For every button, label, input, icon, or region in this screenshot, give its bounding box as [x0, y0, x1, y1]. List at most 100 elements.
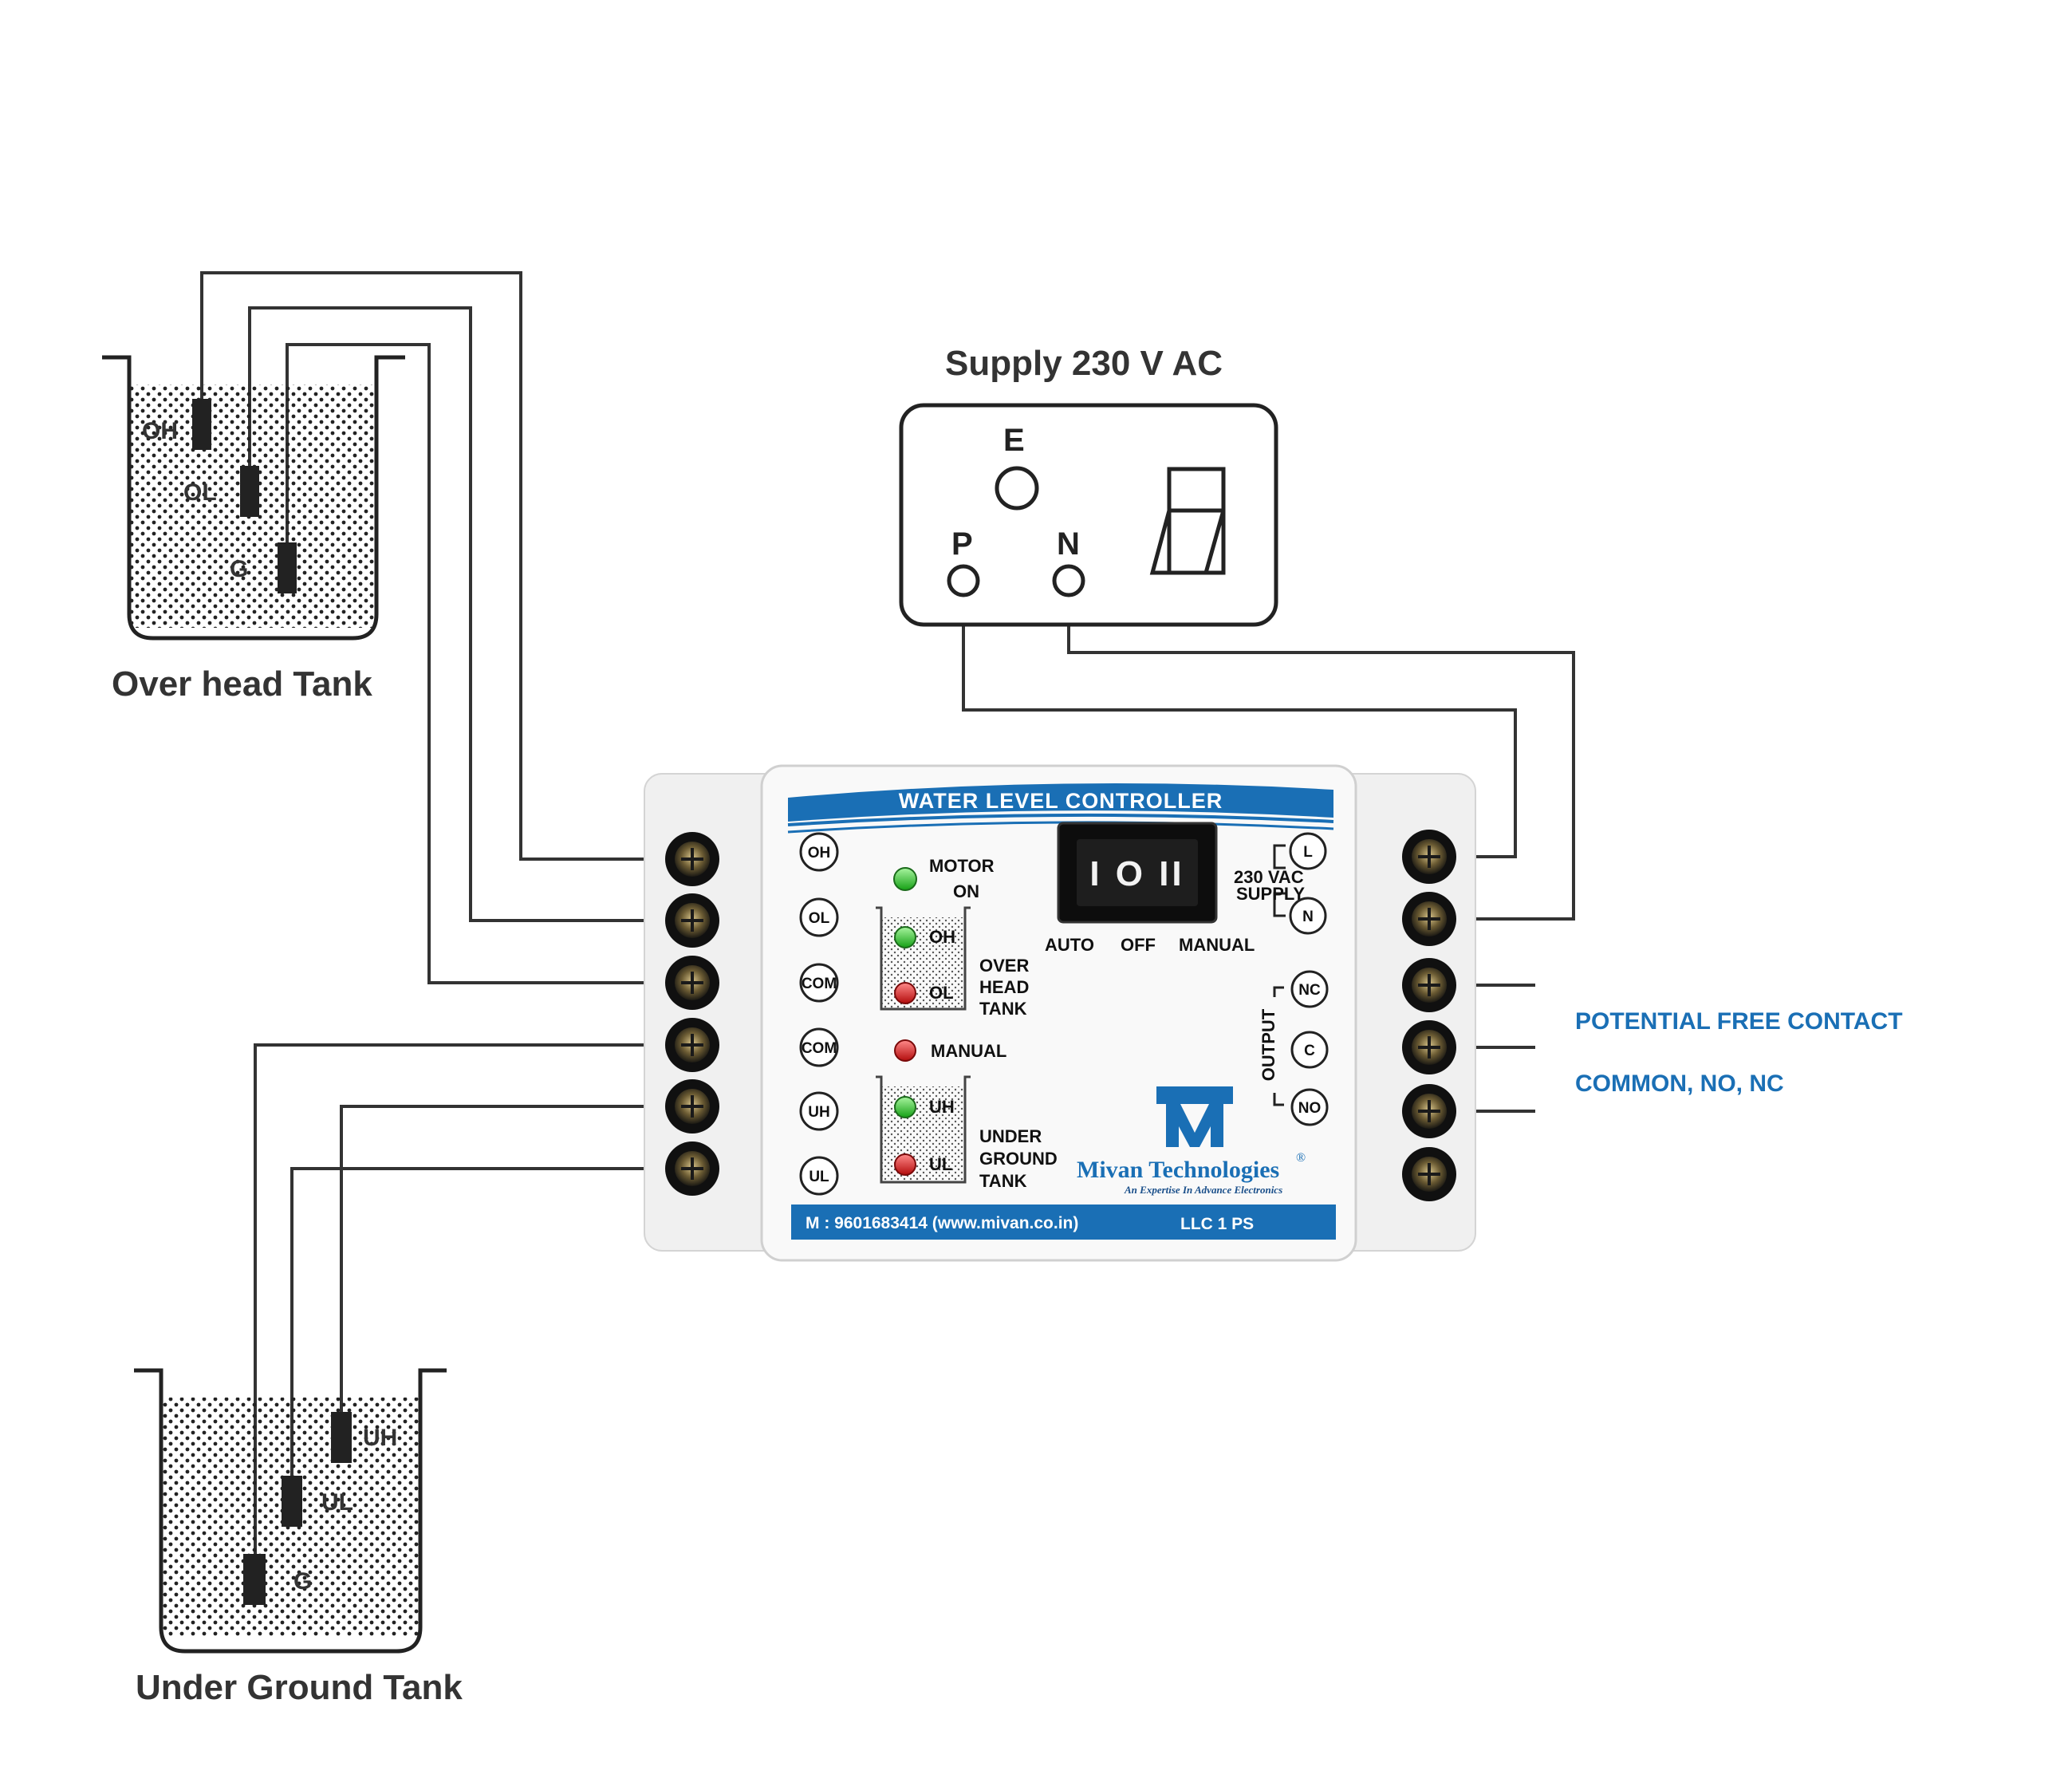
wire-overhead-ol	[248, 306, 670, 922]
screw-terminal-right-3	[1402, 958, 1456, 1012]
screw-terminal-right-5	[1402, 1084, 1456, 1138]
underground-low-led-label: UL	[929, 1154, 952, 1174]
overhead-probe-g	[278, 542, 297, 593]
terminal-circle-no	[1290, 1088, 1329, 1126]
terminal-circle-nc	[1290, 970, 1329, 1008]
screw-terminal-right-6	[1402, 1147, 1456, 1201]
terminal-circle-uh	[799, 1091, 839, 1131]
screw-terminal-right-2	[1402, 892, 1456, 946]
mode-switch[interactable]: I O II AUTO OFF MANUAL	[1045, 822, 1255, 955]
controller-model: LLC 1 PS	[1180, 1215, 1254, 1233]
underground-probe-label-uh: UH	[363, 1425, 397, 1451]
socket-switch-icon	[1149, 467, 1226, 575]
overhead-probe-oh	[192, 399, 211, 450]
underground-probe-g	[243, 1554, 266, 1605]
overhead-high-led-label: OH	[929, 927, 955, 947]
controller-footer	[791, 1205, 1336, 1240]
output-terminal-labels: OUTPUT NC C NO	[1259, 970, 1329, 1126]
overhead-indicator-tank-icon	[876, 906, 971, 1011]
motor-on-led	[893, 867, 917, 891]
pfc-line1: POTENTIAL FREE CONTACT	[1575, 1008, 1903, 1035]
terminal-circle-n	[1289, 897, 1327, 935]
wire-supply-phase	[962, 594, 1517, 858]
controller-banner: WATER LEVEL CONTROLLER	[787, 783, 1334, 834]
socket-phase-pin	[947, 564, 980, 597]
underground-tank-label: Under Ground Tank	[136, 1668, 463, 1707]
terminal-label-nc: NC	[1298, 982, 1321, 999]
wire-underground-ul	[290, 1167, 670, 1480]
wire-overhead-oh	[200, 271, 670, 861]
socket-label-neutral: N	[1057, 526, 1080, 562]
wire-underground-uh	[340, 1105, 670, 1420]
wire-underground-g	[254, 1043, 670, 1563]
controller-contact: M : 9601683414 (www.mivan.co.in)	[806, 1214, 1078, 1232]
screw-terminal-right-1	[1402, 830, 1456, 884]
brand-registered-mark: ®	[1296, 1151, 1306, 1165]
underground-tank-indicator-label-3: TANK	[979, 1171, 1027, 1191]
terminal-label-uh: UH	[808, 1104, 829, 1121]
overhead-low-led	[894, 982, 916, 1004]
overhead-tank-label: Over head Tank	[112, 664, 372, 704]
supply-terminal-labels: 230 VAC SUPPLY L N	[1234, 832, 1327, 935]
manual-led	[894, 1039, 916, 1062]
potential-free-contact-note: POTENTIAL FREE CONTACT COMMON, NO, NC	[1575, 1008, 1903, 1097]
supply-socket: Supply 230 V AC E P N	[899, 344, 1278, 627]
underground-high-led-label: UH	[929, 1097, 955, 1117]
screw-terminals	[665, 830, 1456, 1201]
controller: WATER LEVEL CONTROLLER M : 9601683414 (w…	[644, 764, 1476, 1262]
terminal-circle-ul	[799, 1156, 839, 1196]
underground-tank: UH UL G Under Ground Tank	[134, 1368, 463, 1707]
mode-position-manual: MANUAL	[1179, 935, 1255, 955]
brand-name: Mivan Technologies	[1077, 1157, 1279, 1183]
output-label: OUTPUT	[1259, 1008, 1278, 1081]
terminal-label-ul: UL	[809, 1169, 829, 1185]
mode-switch-symbols: I O II	[1089, 854, 1184, 893]
underground-tank-indicator-label-2: GROUND	[979, 1149, 1058, 1169]
left-terminal-labels: OH OL COM COM UH UL	[799, 832, 839, 1196]
underground-tank-outline	[134, 1368, 447, 1654]
overhead-tank-outline	[102, 355, 405, 641]
overhead-tank-indicator-label-3: TANK	[979, 999, 1027, 1019]
screw-terminal-left-1	[665, 832, 719, 886]
socket-label-earth: E	[1003, 423, 1025, 458]
terminal-label-no: NO	[1298, 1100, 1322, 1117]
underground-indicator-tank-icon	[876, 1075, 971, 1184]
terminal-circle-oh	[799, 832, 839, 872]
mode-position-auto: AUTO	[1045, 935, 1094, 955]
underground-probe-ul	[282, 1476, 302, 1527]
screw-terminal-left-4	[665, 1018, 719, 1072]
terminal-label-com-2: COM	[802, 1040, 837, 1057]
underground-probe-uh	[331, 1412, 352, 1463]
terminal-circle-c	[1290, 1031, 1329, 1069]
mode-switch-rocker[interactable]	[1077, 839, 1198, 906]
screw-terminal-right-4	[1402, 1020, 1456, 1074]
brand-logo: Mivan Technologies ® An Expertise In Adv…	[1077, 1086, 1306, 1196]
pfc-line2: COMMON, NO, NC	[1575, 1070, 1784, 1097]
overhead-probe-label-oh: OH	[142, 418, 178, 444]
status-panel: MOTOR ON OH OL OVER HEAD TANK MANUAL UH …	[876, 856, 1058, 1191]
underground-probe-label-ul: UL	[321, 1489, 353, 1516]
socket-neutral-pin	[1052, 564, 1085, 597]
terminal-circle-l	[1289, 832, 1327, 870]
motor-on-label-line1: MOTOR	[929, 856, 995, 876]
overhead-high-led	[894, 926, 916, 948]
screw-terminal-left-2	[665, 893, 719, 948]
underground-high-led	[894, 1096, 916, 1118]
terminal-label-com-1: COM	[802, 976, 837, 992]
screw-terminal-left-5	[665, 1079, 719, 1134]
overhead-probe-label-ol: OL	[183, 479, 217, 506]
underground-probe-label-g: G	[293, 1568, 312, 1595]
supply-title: Supply 230 V AC	[945, 344, 1223, 383]
overhead-probe-ol	[240, 466, 259, 517]
terminal-circle-com-1	[799, 963, 839, 1003]
brand-tagline: An Expertise In Advance Electronics	[1124, 1184, 1282, 1196]
supply-label-line2: SUPPLY	[1236, 884, 1305, 904]
socket-earth-pin	[995, 466, 1039, 511]
wire-supply-neutral	[1067, 594, 1575, 921]
overhead-low-led-label: OL	[929, 983, 954, 1003]
underground-low-led	[894, 1153, 916, 1176]
underground-tank-indicator-label-1: UNDER	[979, 1126, 1042, 1146]
terminal-label-l: L	[1303, 844, 1313, 861]
screw-terminal-left-3	[665, 956, 719, 1010]
